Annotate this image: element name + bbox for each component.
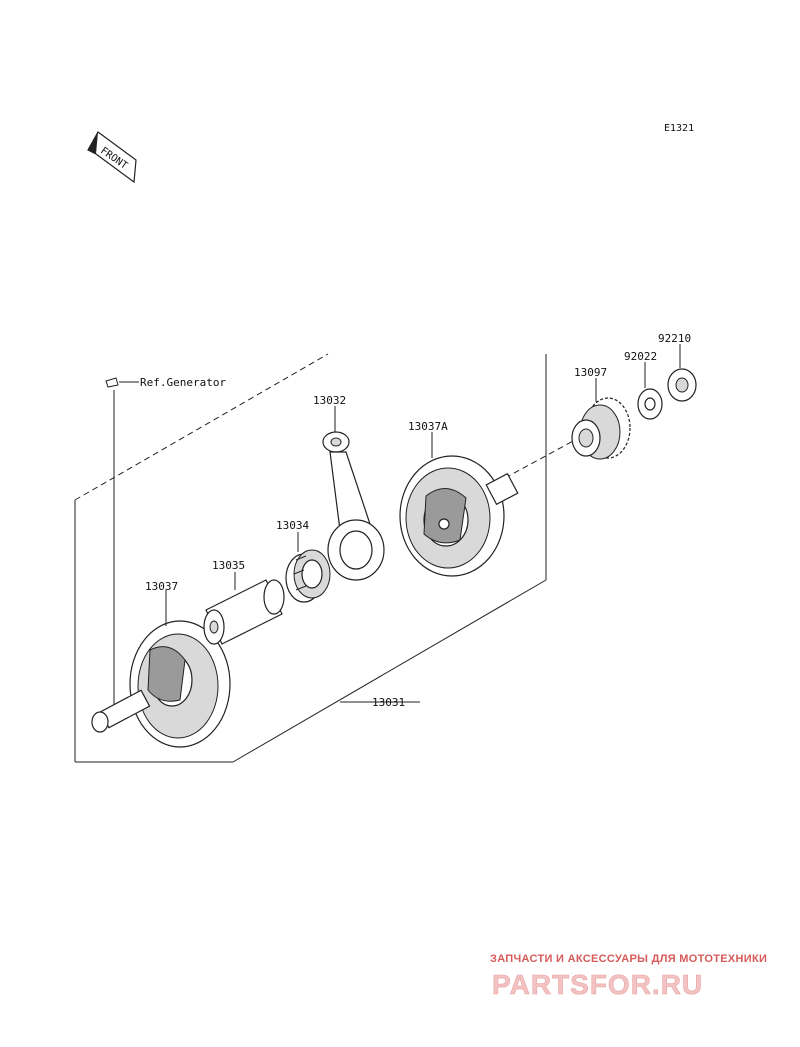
- nut: [667, 368, 697, 402]
- label-13037A: 13037A: [408, 420, 448, 433]
- connecting-rod: [322, 431, 385, 581]
- watermark-logo: PARTSFOR.RU: [492, 969, 703, 1000]
- assembly-frame: [74, 353, 547, 763]
- ref-generator-label: Ref.Generator: [140, 376, 226, 389]
- collar-washer: [637, 388, 663, 420]
- label-13035: 13035: [212, 559, 245, 572]
- label-13034: 13034: [276, 519, 309, 532]
- label-92210: 92210: [658, 332, 691, 345]
- watermark-tagline: ЗАПЧАСТИ И АКСЕССУАРЫ ДЛЯ МОТОТЕХНИКИ: [490, 953, 767, 965]
- primary-gear: [571, 397, 631, 460]
- flywheel-right: [399, 455, 519, 577]
- flywheel-left: [91, 620, 231, 748]
- ref-generator-note: Ref.Generator: [105, 376, 226, 720]
- diagram-code: E1321: [664, 123, 694, 134]
- crank-pin: [203, 579, 285, 645]
- label-92022: 92022: [624, 350, 657, 363]
- label-13032: 13032: [313, 394, 346, 407]
- label-13037: 13037: [145, 580, 178, 593]
- label-13097: 13097: [574, 366, 607, 379]
- front-direction-arrow: FRONT: [87, 131, 137, 184]
- label-13031: 13031: [372, 696, 405, 709]
- shaft-axis: [504, 439, 576, 479]
- needle-bearing: [285, 549, 331, 603]
